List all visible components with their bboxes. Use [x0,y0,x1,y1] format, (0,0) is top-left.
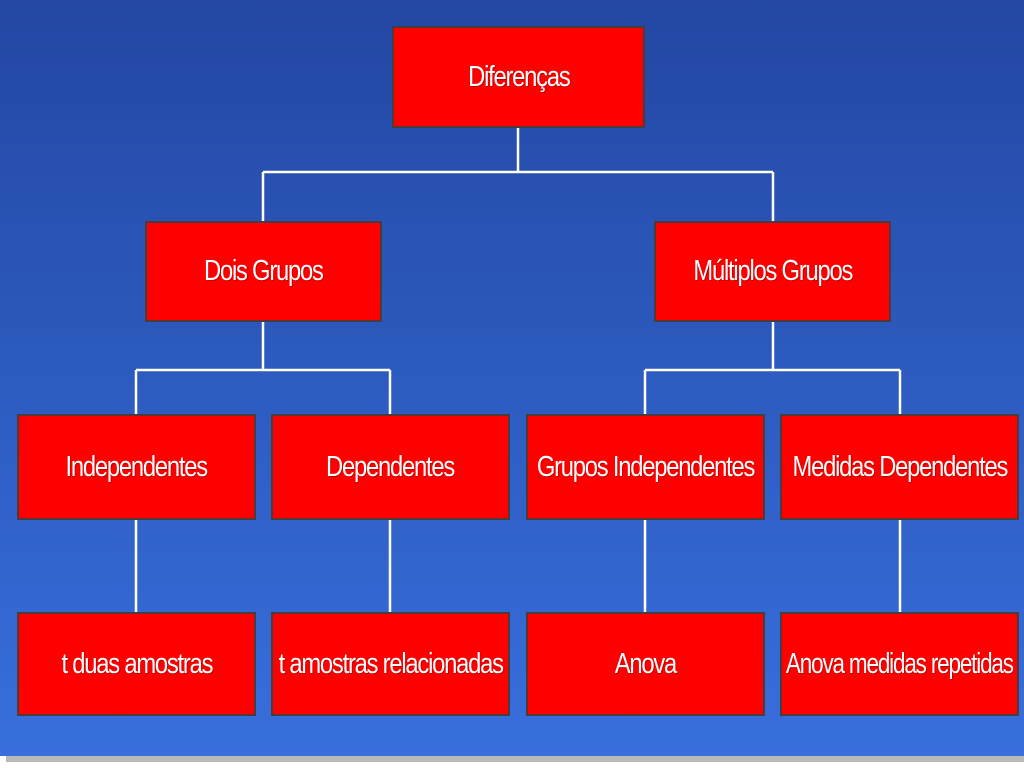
node-anova-medidas-repetidas: Anova medidas repetidas [780,612,1019,716]
node-dois-grupos: Dois Grupos [145,221,382,322]
node-dependentes: Dependentes [271,414,510,520]
node-multiplos-grupos-label: Múltiplos Grupos [693,255,853,287]
node-diferencas: Diferenças [392,26,645,128]
node-t-amostras-relacionadas-label: t amostras relacionadas [278,647,503,680]
node-grupos-independentes: Grupos Independentes [526,414,765,520]
node-diferencas-label: Diferenças [467,60,571,93]
node-anova-label: Anova [614,647,678,680]
node-grupos-independentes-label: Grupos Independentes [536,450,756,483]
node-independentes-label: Independentes [65,450,209,483]
node-medidas-dependentes-label: Medidas Dependentes [792,450,1008,483]
node-anova: Anova [526,612,765,716]
node-medidas-dependentes: Medidas Dependentes [780,414,1019,520]
node-independentes: Independentes [17,414,256,520]
node-t-duas-amostras: t duas amostras [17,612,256,716]
node-anova-medidas-repetidas-label: Anova medidas repetidas [786,647,1014,680]
node-dois-grupos-label: Dois Grupos [204,255,324,287]
node-dependentes-label: Dependentes [326,450,456,483]
node-t-duas-amostras-label: t duas amostras [61,647,213,680]
node-multiplos-grupos: Múltiplos Grupos [654,221,891,322]
node-t-amostras-relacionadas: t amostras relacionadas [271,612,510,716]
slide-bottom-shadow [6,756,1024,762]
